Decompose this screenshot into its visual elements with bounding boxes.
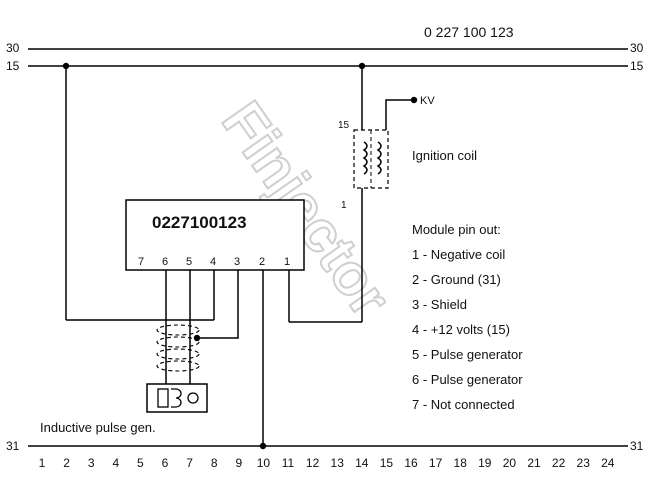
scale-number: 2 [63, 456, 70, 470]
part-number: 0 227 100 123 [424, 24, 514, 40]
pinout-item: 7 - Not connected [412, 397, 515, 412]
module-pin-2: 2 [259, 256, 265, 268]
sensor-label: Inductive pulse gen. [40, 420, 156, 435]
scale-number: 11 [282, 456, 295, 470]
pinout-item: 5 - Pulse generator [412, 347, 523, 362]
module-pin-5: 5 [186, 256, 192, 268]
module-box [125, 199, 305, 271]
rail-15-right-label: 15 [630, 59, 644, 73]
coil-pin-15-label: 15 [338, 120, 350, 131]
module-pin-3: 3 [234, 256, 240, 268]
pinout-title: Module pin out: [412, 222, 501, 237]
scale-number: 6 [162, 456, 169, 470]
scale-number: 3 [88, 456, 95, 470]
module-pin-4: 4 [210, 256, 216, 268]
wire-pin3-shield [197, 270, 239, 339]
scale-number: 4 [112, 456, 119, 470]
scale-number: 21 [527, 456, 541, 470]
module-pin-1: 1 [284, 256, 290, 268]
pulse-generator-symbol [146, 383, 208, 413]
scale-number: 13 [331, 456, 345, 470]
rail-31-right-label: 31 [630, 439, 644, 453]
scale-number: 9 [235, 456, 242, 470]
module-pin-6: 6 [162, 256, 168, 268]
scale-number: 15 [380, 456, 394, 470]
scale-number: 1 [39, 456, 46, 470]
module-id: 0227100123 [152, 213, 247, 232]
scale-number: 7 [186, 456, 193, 470]
wire-kv [385, 99, 414, 130]
pinout-item: 2 - Ground (31) [412, 272, 501, 287]
scale-number: 10 [257, 456, 271, 470]
scale-number: 16 [404, 456, 418, 470]
kv-terminal [410, 96, 418, 104]
scale-number: 19 [478, 456, 492, 470]
scale-number: 5 [137, 456, 144, 470]
pinout-item: 3 - Shield [412, 297, 467, 312]
pinout-legend: Module pin out: 1 - Negative coil 2 - Gr… [412, 222, 523, 412]
module-pin-7: 7 [138, 256, 144, 268]
scale-number: 24 [601, 456, 615, 470]
pinout-item: 4 - +12 volts (15) [412, 322, 510, 337]
ignition-coil-symbol [353, 129, 389, 189]
scale-number: 17 [429, 456, 443, 470]
coil-pin-1-label: 1 [341, 200, 347, 211]
rail-15-left-label: 15 [6, 59, 20, 73]
scale-number: 18 [454, 456, 468, 470]
pinout-item: 6 - Pulse generator [412, 372, 523, 387]
scale-number: 12 [306, 456, 320, 470]
scale-number: 14 [355, 456, 369, 470]
rail-30-right-label: 30 [630, 41, 644, 55]
ignition-coil-label: Ignition coil [412, 148, 477, 163]
scale-number: 23 [577, 456, 591, 470]
scale-number: 20 [503, 456, 517, 470]
rail-30-left-label: 30 [6, 41, 20, 55]
kv-label: KV [420, 95, 435, 107]
scale-number: 8 [211, 456, 218, 470]
shield-symbol [156, 324, 200, 372]
pinout-item: 1 - Negative coil [412, 247, 505, 262]
rail-31-left-label: 31 [6, 439, 20, 453]
scale-number: 22 [552, 456, 566, 470]
